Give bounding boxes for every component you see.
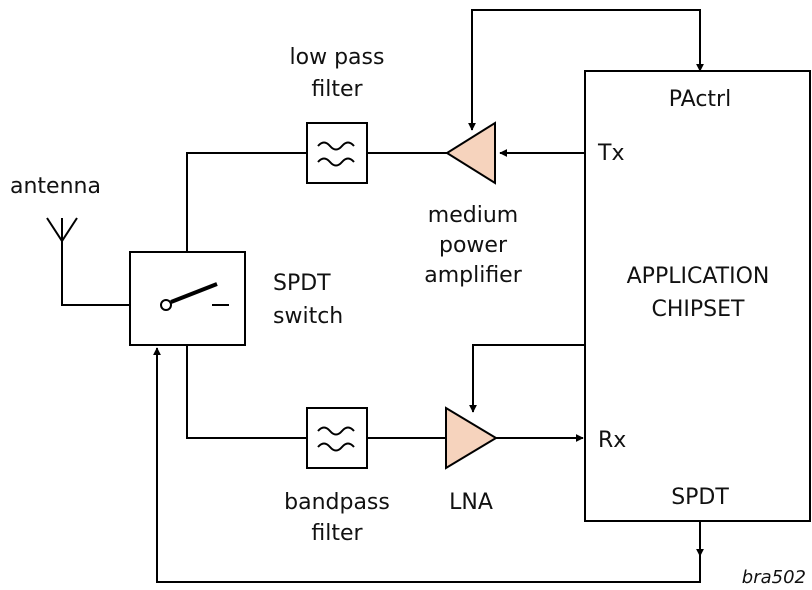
bandpass-filter bbox=[306, 407, 368, 469]
lpf-label-line1: low pass bbox=[290, 45, 385, 70]
bpf-label-line1: bandpass bbox=[284, 490, 390, 515]
lna-amplifier-icon bbox=[445, 406, 498, 470]
pa-label-line1: medium bbox=[428, 203, 518, 228]
pactrl-control-line bbox=[468, 9, 704, 131]
spdt-switch-box bbox=[129, 251, 246, 346]
spdt-pin-label: SPDT bbox=[671, 485, 729, 510]
chipset-label-line1: APPLICATION bbox=[627, 264, 770, 289]
low-pass-filter bbox=[306, 122, 368, 184]
lpf-box bbox=[306, 122, 368, 184]
pa-label-line2: power bbox=[439, 233, 508, 258]
tx-pin-label: Tx bbox=[597, 141, 624, 166]
medium-power-amplifier-icon bbox=[445, 121, 496, 185]
spdt-switch bbox=[129, 251, 246, 346]
rx-pin-label: Rx bbox=[598, 428, 626, 453]
switch-pivot bbox=[160, 299, 172, 311]
application-chipset-block bbox=[584, 70, 811, 522]
bpf-box bbox=[306, 407, 368, 469]
antenna-label: antenna bbox=[10, 174, 101, 199]
chipset-label-line2: CHIPSET bbox=[652, 297, 746, 322]
spdt-label-line1: SPDT bbox=[273, 271, 331, 296]
tilde-wave-icon bbox=[317, 426, 355, 452]
spdt-label-line2: switch bbox=[273, 304, 343, 329]
figure-reference-id: bra502 bbox=[742, 567, 806, 588]
pactrl-pin-label: PActrl bbox=[669, 87, 731, 112]
switch-blade bbox=[170, 282, 218, 304]
lpf-label-line2: filter bbox=[311, 77, 363, 102]
pa-label-line3: amplifier bbox=[424, 263, 522, 288]
switch-to-bpf-line bbox=[186, 345, 307, 439]
bpf-label-line2: filter bbox=[311, 521, 363, 546]
lna-label: LNA bbox=[449, 490, 493, 515]
tilde-wave-icon bbox=[317, 141, 355, 167]
lna-control-line bbox=[469, 344, 585, 413]
lpf-to-switch-line bbox=[186, 152, 307, 252]
